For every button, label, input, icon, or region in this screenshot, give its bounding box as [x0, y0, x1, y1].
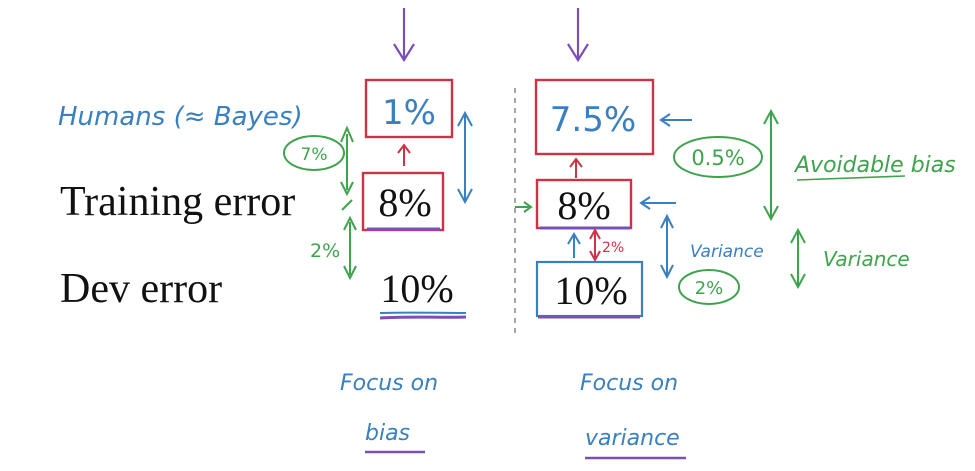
- right-variance-label: Variance: [690, 242, 764, 262]
- legend-avoidable-label: Avoidable bias: [793, 153, 956, 178]
- right-blue-arrow-train: [639, 196, 676, 210]
- right-focus-line2: variance: [585, 426, 680, 451]
- right-human-value: 7.5%: [550, 100, 636, 140]
- right-gap-var-oval: [678, 269, 740, 305]
- left-green-bracket-top: [340, 125, 354, 197]
- left-train-value: 8%: [378, 180, 431, 225]
- right-human-box: [534, 78, 655, 156]
- right-focus-line1: Focus on: [580, 371, 678, 396]
- legend-avoidable-arrow: [763, 108, 779, 222]
- right-blue-arrow-human: [659, 113, 692, 127]
- left-focus-line2: bias: [365, 421, 410, 446]
- right-gap-var-small: 2%: [602, 240, 624, 256]
- right-blue-double-arrow: [660, 213, 674, 280]
- legend-variance-arrow: [790, 227, 806, 290]
- right-gap-bias-oval: [673, 136, 763, 178]
- left-gap-bias-label: 7%: [301, 145, 328, 165]
- right-dev-value: 10%: [554, 268, 627, 313]
- top-arrow-right: [567, 8, 589, 63]
- legend-variance-label: Variance: [823, 247, 910, 271]
- row-label-dev: Dev error: [60, 266, 222, 312]
- right-arrow-up-head: [569, 157, 583, 168]
- left-dev-value: 10%: [380, 266, 453, 311]
- top-arrow-left: [393, 8, 415, 63]
- right-red-double-arrow: [589, 227, 601, 263]
- left-human-value: 1%: [382, 93, 436, 133]
- left-blue-double-arrow: [457, 110, 473, 205]
- right-gap-bias-label: 0.5%: [691, 146, 744, 170]
- left-human-box: [364, 78, 454, 139]
- row-label-training: Training error: [60, 179, 295, 225]
- right-train-value: 8%: [557, 183, 610, 228]
- right-gap-var-label: 2%: [695, 278, 724, 299]
- left-arrow-up-head: [397, 143, 411, 154]
- right-green-in-arrow: [515, 201, 533, 213]
- left-gap-bias-oval: [283, 135, 345, 171]
- row-label-humans: Humans (≈ Bayes): [58, 102, 303, 132]
- left-focus-line1: Focus on: [340, 371, 438, 396]
- right-blue-up-arrow: [567, 232, 581, 258]
- left-green-bracket-bottom: [341, 199, 357, 281]
- left-dev-underline: [379, 315, 467, 320]
- left-gap-var-label: 2%: [310, 240, 340, 262]
